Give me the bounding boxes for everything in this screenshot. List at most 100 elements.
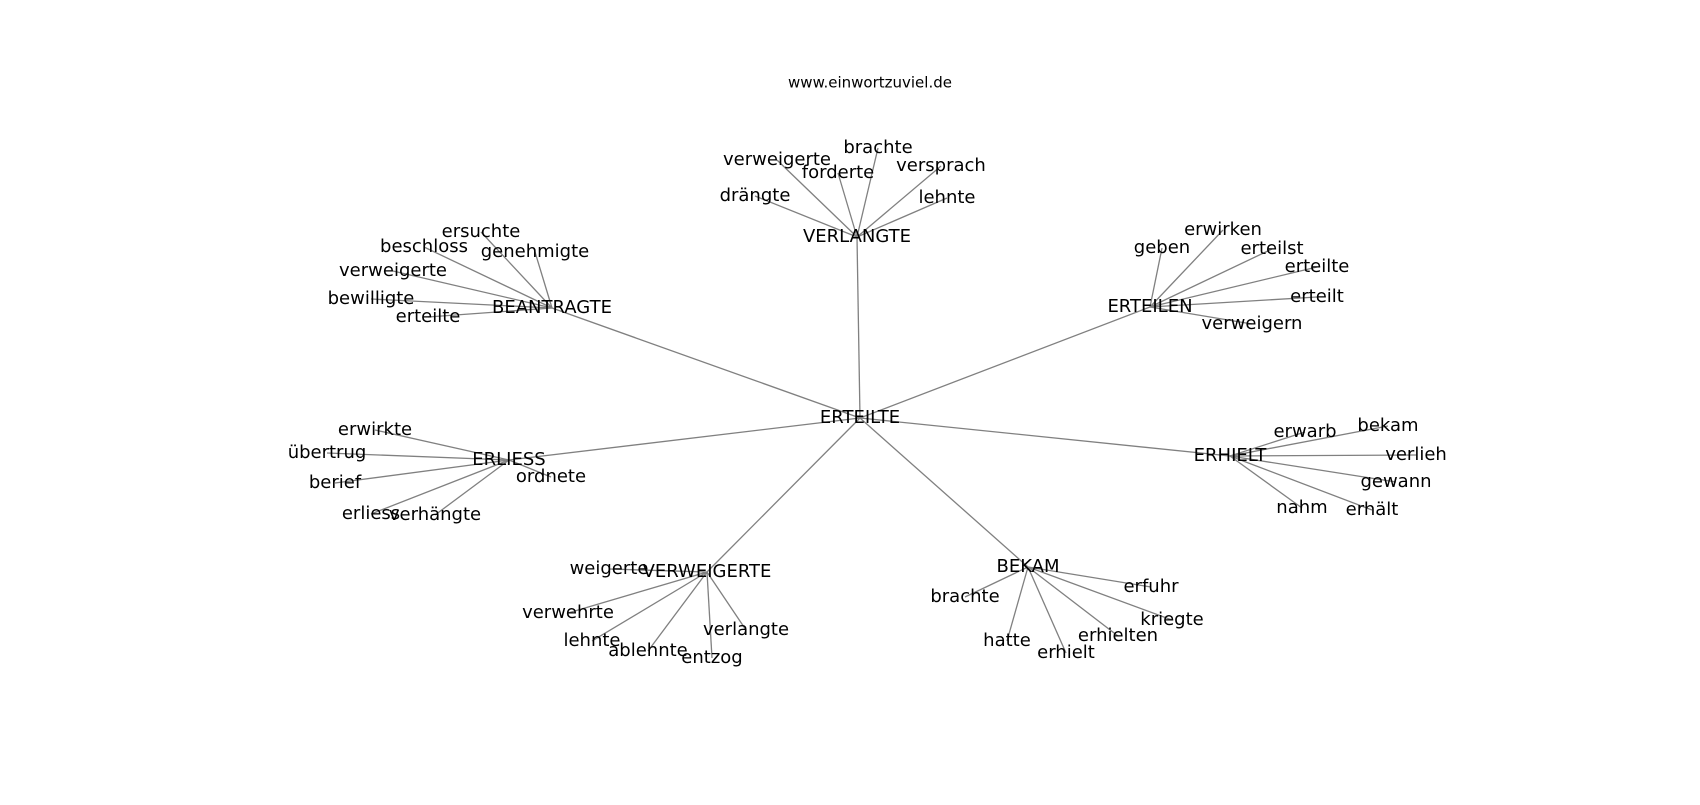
leaf-node-label: erteilt	[1290, 286, 1344, 307]
edge-hub-to-leaf	[608, 568, 708, 573]
leaf-node-label: hatte	[983, 630, 1031, 651]
leaf-node-label: entzog	[681, 647, 742, 668]
leaf-node-label: verlieh	[1385, 444, 1447, 465]
edge-hub-to-leaf	[856, 147, 879, 238]
hub-node-label: ERHIELT	[1194, 445, 1268, 466]
edge-hub-to-leaf	[706, 571, 747, 631]
leaf-node-label: erteilte	[1285, 256, 1350, 277]
edge-hub-to-leaf	[326, 452, 510, 461]
leaf-node-label: erliess	[342, 503, 400, 524]
edge-hub-to-leaf	[370, 298, 553, 309]
edge-hub-to-leaf	[1149, 306, 1253, 325]
leaf-node-label: brachte	[930, 586, 999, 607]
edge-hub-to-leaf	[370, 459, 510, 515]
leaf-node-label: erhielten	[1078, 625, 1158, 646]
leaf-node-label: forderte	[802, 162, 874, 183]
leaf-node-label: erfuhr	[1123, 576, 1179, 597]
edge-center-to-hub	[856, 236, 861, 419]
leaf-node-label: übertrug	[288, 442, 367, 463]
edge-hub-to-leaf	[392, 270, 553, 309]
hub-node-label: VERWEIGERTE	[643, 561, 772, 582]
edge-hub-to-leaf	[856, 197, 948, 238]
edge-hub-to-leaf	[964, 566, 1029, 598]
edge-hub-to-leaf	[754, 195, 858, 238]
leaf-node-label: ersuchte	[442, 221, 521, 242]
edge-hub-to-leaf	[1149, 248, 1273, 308]
hub-node-label: ERLIESS	[472, 449, 545, 470]
leaf-node-label: weigerte	[570, 558, 649, 579]
leaf-node-label: erteilte	[396, 306, 461, 327]
edge-hub-to-leaf	[1229, 454, 1417, 457]
edge-hub-to-leaf	[1229, 455, 1303, 509]
leaf-node-label: erwirkte	[338, 419, 412, 440]
site-url-label: www.einwortzuviel.de	[788, 74, 952, 92]
edge-hub-to-leaf	[591, 571, 708, 642]
hub-node-label: BEANTRAGTE	[492, 297, 612, 318]
edge-hub-to-leaf	[434, 459, 510, 516]
leaf-node-label: erhielt	[1037, 642, 1095, 663]
edge-hub-to-leaf	[508, 459, 552, 478]
edge-center-to-hub	[508, 417, 861, 461]
edge-hub-to-leaf	[1149, 266, 1318, 308]
edge-hub-to-leaf	[647, 571, 708, 652]
edge-hub-to-leaf	[856, 165, 942, 238]
hub-node-label: VERLANGTE	[803, 226, 911, 247]
edge-hub-to-leaf	[1229, 455, 1373, 511]
edge-center-to-hub	[706, 417, 861, 573]
leaf-node-label: verweigern	[1202, 313, 1303, 334]
graph-labels: ERTEILTEVERLANGTEverweigertebrachteforde…	[288, 137, 1447, 668]
leaf-node-label: bekam	[1357, 415, 1418, 436]
leaf-node-label: erwirken	[1184, 219, 1262, 240]
edge-hub-to-leaf	[427, 307, 553, 318]
edge-hub-to-leaf	[534, 251, 553, 309]
graph-edges	[326, 147, 1417, 659]
leaf-node-label: lehnte	[918, 187, 975, 208]
leaf-node-label: ordnete	[516, 466, 586, 487]
edge-hub-to-leaf	[1229, 425, 1389, 457]
leaf-node-label: verweigerte	[723, 149, 831, 170]
edge-hub-to-leaf	[1027, 566, 1152, 588]
edge-hub-to-leaf	[567, 571, 708, 614]
leaf-node-label: genehmigte	[481, 241, 589, 262]
edge-hub-to-leaf	[1027, 566, 1119, 637]
leaf-node-label: verwehrte	[522, 602, 614, 623]
leaf-node-label: erhält	[1346, 499, 1399, 520]
leaf-node-label: nahm	[1276, 497, 1327, 518]
leaf-node-label: beschloss	[380, 236, 468, 257]
edge-hub-to-leaf	[1229, 455, 1397, 483]
leaf-node-label: ablehnte	[608, 640, 687, 661]
leaf-node-label: berief	[309, 472, 362, 493]
hub-node-label: BEKAM	[996, 556, 1059, 577]
leaf-node-label: erwarb	[1273, 421, 1336, 442]
leaf-node-label: lehnte	[563, 630, 620, 651]
edge-hub-to-leaf	[1149, 229, 1224, 308]
leaf-node-label: erteilst	[1240, 238, 1303, 259]
leaf-node-label: gewann	[1360, 471, 1431, 492]
edge-hub-to-leaf	[480, 231, 553, 309]
edge-hub-to-leaf	[1027, 566, 1173, 621]
leaf-node-label: brachte	[843, 137, 912, 158]
edge-hub-to-leaf	[1149, 296, 1318, 308]
leaf-node-label: bewilligte	[328, 288, 415, 309]
edge-hub-to-leaf	[706, 571, 713, 659]
edge-hub-to-leaf	[837, 172, 858, 238]
edge-center-to-hub	[859, 306, 1151, 419]
edge-center-to-hub	[551, 307, 861, 419]
edge-hub-to-leaf	[1027, 566, 1067, 654]
leaf-node-label: verlangte	[703, 619, 789, 640]
hub-node-label: ERTEILEN	[1107, 296, 1192, 317]
leaf-node-label: kriegte	[1140, 609, 1203, 630]
edge-hub-to-leaf	[423, 246, 553, 309]
edge-hub-to-leaf	[1006, 566, 1029, 642]
leaf-node-label: verweigerte	[339, 260, 447, 281]
edge-hub-to-leaf	[1229, 431, 1306, 457]
leaf-node-label: geben	[1134, 237, 1190, 258]
edge-hub-to-leaf	[374, 429, 510, 461]
leaf-node-label: versprach	[896, 155, 986, 176]
edge-hub-to-leaf	[1149, 247, 1163, 308]
edge-hub-to-leaf	[334, 459, 510, 484]
edge-center-to-hub	[859, 417, 1231, 457]
leaf-node-label: drängte	[720, 185, 791, 206]
